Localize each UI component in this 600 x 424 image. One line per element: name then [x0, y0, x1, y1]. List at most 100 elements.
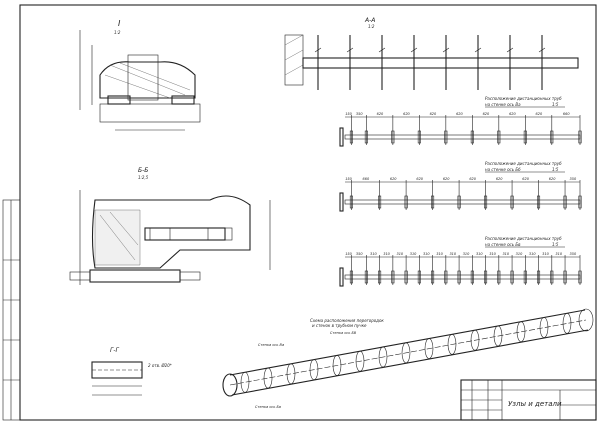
dimension-label: 620 [469, 177, 476, 181]
section-AA-scale: 1:2 [368, 24, 375, 29]
dimension-label: 620 [456, 112, 463, 116]
layout-caption-2: на стенке ось Ва [485, 102, 521, 107]
drawing-title: Узлы и детали [508, 400, 562, 408]
baffle-disc [516, 321, 526, 343]
spacer-tube [484, 195, 488, 209]
spacer-tube [349, 130, 353, 144]
spacer-tube [444, 270, 448, 284]
spacer-tube [444, 130, 448, 144]
spacer-tube [578, 270, 582, 284]
dimension-label: 620 [377, 112, 384, 116]
section-GG-note: 2 отв. Ø20* [148, 363, 172, 368]
layout-caption-1: Расположение дистанционных труб [485, 96, 562, 101]
dimension-label: 620 [443, 177, 450, 181]
scheme-label-wall-bv: Стенка ось Бв [255, 405, 281, 409]
baffle-disc [355, 350, 365, 372]
dimension-label: 620 [390, 177, 397, 181]
dimension-label: 310 [370, 252, 377, 256]
dimension-label: 620 [403, 112, 410, 116]
dimension-label: 620 [416, 177, 423, 181]
dimension-label: 350 [356, 252, 363, 256]
dimension-label: 350 [570, 177, 577, 181]
layout-scale: 1:5 [552, 242, 559, 247]
layout-caption-1: Расположение дистанционных труб [485, 161, 562, 166]
dimension-label: 310 [449, 252, 456, 256]
section-GG-view: Г-Г 2 отв. Ø20* [91, 347, 172, 396]
baffle-disc [493, 325, 503, 347]
spacer-tube [510, 195, 514, 209]
baffle-disc [332, 355, 342, 376]
spacer-tube [457, 195, 461, 209]
baffle-disc [240, 371, 250, 393]
dimension-label: 310 [516, 252, 523, 256]
baffle-disc [562, 312, 572, 334]
node-I-label: I [118, 19, 121, 28]
spacer-tube [510, 270, 514, 284]
section-BB-label: Б-Б [138, 167, 148, 174]
dimension-label: 620 [430, 112, 437, 116]
dimension-label: 620 [536, 112, 543, 116]
spacer-tube [484, 270, 488, 284]
section-GG-label: Г-Г [110, 347, 120, 354]
spacer-tube [470, 130, 474, 144]
dimension-label: 660 [563, 112, 570, 116]
spacer-tube [578, 195, 582, 209]
dimension-label: 310 [436, 252, 443, 256]
layout-scale: 1:5 [552, 102, 559, 107]
scheme-caption-1: Схема расположения перегородок [310, 318, 384, 323]
spacer-tube [497, 130, 501, 144]
layout-caption-1: Расположение дистанционных труб [485, 236, 562, 241]
spacer-tube [378, 270, 382, 284]
dimension-label: 150 [345, 252, 352, 256]
baffle-disc [424, 338, 434, 359]
spacer-tube [470, 270, 474, 284]
spacer-tube [578, 130, 582, 144]
dimension-label: 620 [522, 177, 529, 181]
bundle-scheme: Схема расположения перегородок и стенок … [222, 308, 594, 409]
spacer-tube [457, 270, 461, 284]
dimension-label: 350 [570, 252, 577, 256]
baffle-disc [539, 317, 549, 338]
spacer-tube [404, 270, 408, 284]
spacer-tube [349, 270, 353, 284]
section-BB-scale: 1:2,5 [138, 175, 149, 180]
dimension-label: 310 [410, 252, 417, 256]
spacer-tube [417, 270, 421, 284]
spacer-tube [523, 270, 527, 284]
spacer-tube [404, 195, 408, 209]
spacer-tube [431, 270, 435, 284]
scheme-label-wall-va: Стенка ось Ва [258, 343, 284, 347]
spacer-tube [431, 195, 435, 209]
dimension-label: 310 [476, 252, 483, 256]
baffle-disc [470, 329, 480, 351]
spacer-tube [417, 130, 421, 144]
dimension-label: 620 [549, 177, 556, 181]
spacer-tube [391, 130, 395, 144]
spacer-tube [523, 130, 527, 144]
spacer-tube [497, 270, 501, 284]
spacer-tube [391, 270, 395, 284]
dimension-label: 310 [489, 252, 496, 256]
dimension-label: 150 [345, 177, 352, 181]
section-AA-label: А-А [364, 17, 375, 24]
dimension-label: 620 [509, 112, 516, 116]
side-stamp [2, 199, 21, 421]
dimension-label: 310 [463, 252, 470, 256]
spacer-tube [550, 130, 554, 144]
node-I-view: I 1:2 [79, 19, 201, 131]
layout-scale: 1:5 [552, 167, 559, 172]
dimension-label: 310 [542, 252, 549, 256]
spacer-tube [537, 270, 541, 284]
dimension-label: 310 [383, 252, 390, 256]
dimension-label: 310 [502, 252, 509, 256]
node-I-scale: 1:2 [114, 30, 121, 35]
baffle-disc [309, 359, 319, 380]
baffle-disc [263, 367, 273, 389]
spacer-tube [563, 195, 567, 209]
